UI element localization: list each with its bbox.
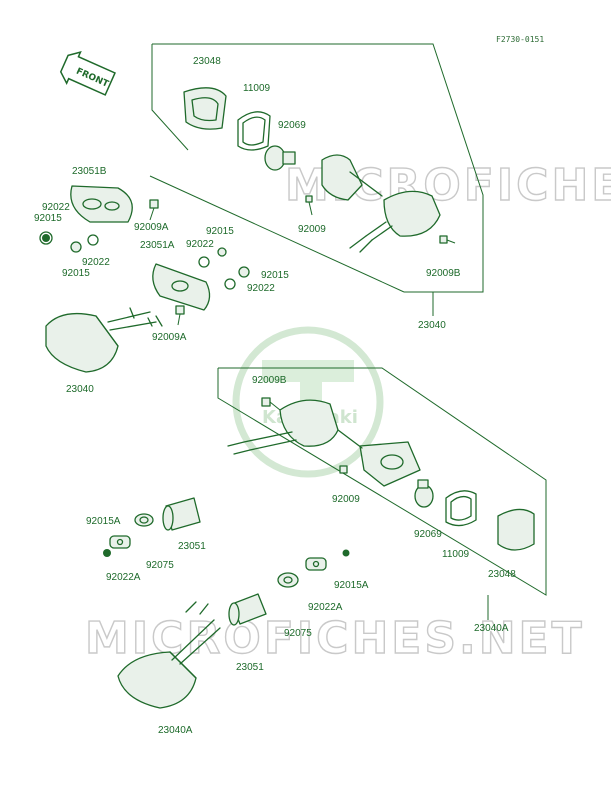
label-92015-c: 92015 <box>206 226 234 237</box>
label-92069-bottom: 92069 <box>414 529 442 540</box>
plate-92022A-a <box>109 535 131 549</box>
label-23051B: 23051B <box>72 166 107 177</box>
signal-lamp-23040-left <box>45 307 163 373</box>
label-11009-top: 11009 <box>243 83 271 94</box>
label-23051-a: 23051 <box>178 541 206 552</box>
gasket-11009-top <box>237 111 271 151</box>
nut-92015-a <box>42 234 50 242</box>
screw-92009-bottom <box>339 465 348 474</box>
label-92009B-bottom: 92009B <box>252 375 287 386</box>
label-92022-d: 92022 <box>247 283 275 294</box>
label-92015-d: 92015 <box>261 270 289 281</box>
signal-lamp-lower-housing <box>227 399 421 487</box>
label-92022A-b: 92022A <box>308 602 343 613</box>
label-92015A-a: 92015A <box>86 516 121 527</box>
lens-23048-bottom <box>497 508 535 551</box>
label-11009-bottom: 11009 <box>442 549 470 560</box>
label-23040A-bottom: 23040A <box>158 725 193 736</box>
gasket-11009-bottom <box>445 490 477 527</box>
label-92009A-a: 92009A <box>134 222 169 233</box>
assembly-frame-upper-diag <box>149 175 405 293</box>
nut-92015-c <box>217 247 227 257</box>
label-92015A-b: 92015A <box>334 580 369 591</box>
label-92015-b: 92015 <box>62 268 90 279</box>
label-92009-bottom: 92009 <box>332 494 360 505</box>
assembly-frame-upper-left <box>151 44 189 151</box>
plate-23051B <box>70 185 133 223</box>
washer-92022-a <box>39 231 53 245</box>
screw-92009B-bottom <box>261 397 281 411</box>
screw-92009A-b <box>175 305 185 326</box>
tube-23051-b <box>228 593 267 626</box>
label-92015-a: 92015 <box>34 213 62 224</box>
bulb-92069-bottom <box>414 479 434 508</box>
label-92075-a: 92075 <box>146 560 174 571</box>
label-23040-left: 23040 <box>66 384 94 395</box>
label-23048-bottom: 23048 <box>488 569 516 580</box>
washer-92022-c <box>198 256 210 268</box>
label-23040A-right: 23040A <box>474 623 509 634</box>
assembly-frame-lower <box>217 367 547 596</box>
screw-92009B-top <box>439 235 456 244</box>
nut-92015A-a <box>103 549 111 557</box>
housing-top <box>321 154 441 253</box>
nut-92015-b <box>70 241 82 253</box>
label-23051A: 23051A <box>140 240 175 251</box>
label-92022-a: 92022 <box>42 202 70 213</box>
label-23040-top: 23040 <box>418 320 446 331</box>
label-92009A-b: 92009A <box>152 332 187 343</box>
label-92022A-a: 92022A <box>106 572 141 583</box>
washer-92022-b <box>87 234 99 246</box>
label-92075-b: 92075 <box>284 628 312 639</box>
label-23051-b: 23051 <box>236 662 264 673</box>
tube-23051-a <box>162 497 201 531</box>
washer-92075-b <box>277 572 299 588</box>
lens-23048-top <box>183 87 227 130</box>
nut-92015A-b <box>342 549 350 557</box>
washer-92022-d <box>224 278 236 290</box>
label-92009B-top: 92009B <box>426 268 461 279</box>
signal-lamp-23040A-bottom <box>117 601 221 709</box>
plate-92022A-b <box>305 557 327 571</box>
nut-92015-d <box>238 266 250 278</box>
label-23048-top: 23048 <box>193 56 221 67</box>
label-92022-b: 92022 <box>82 257 110 268</box>
assembly-frame-upper <box>152 43 484 293</box>
label-92069-top: 92069 <box>278 120 306 131</box>
label-92022-c: 92022 <box>186 239 214 250</box>
front-arrow-icon: FRONT <box>59 51 116 96</box>
washer-92075-a <box>134 513 154 527</box>
screw-92009A-a <box>149 199 159 221</box>
screw-92009-top <box>305 195 313 216</box>
label-92009-top: 92009 <box>298 224 326 235</box>
plate-23051A <box>152 263 211 311</box>
bulb-92069-top <box>264 145 296 171</box>
diagram-code: F2730-0151 <box>496 35 544 44</box>
